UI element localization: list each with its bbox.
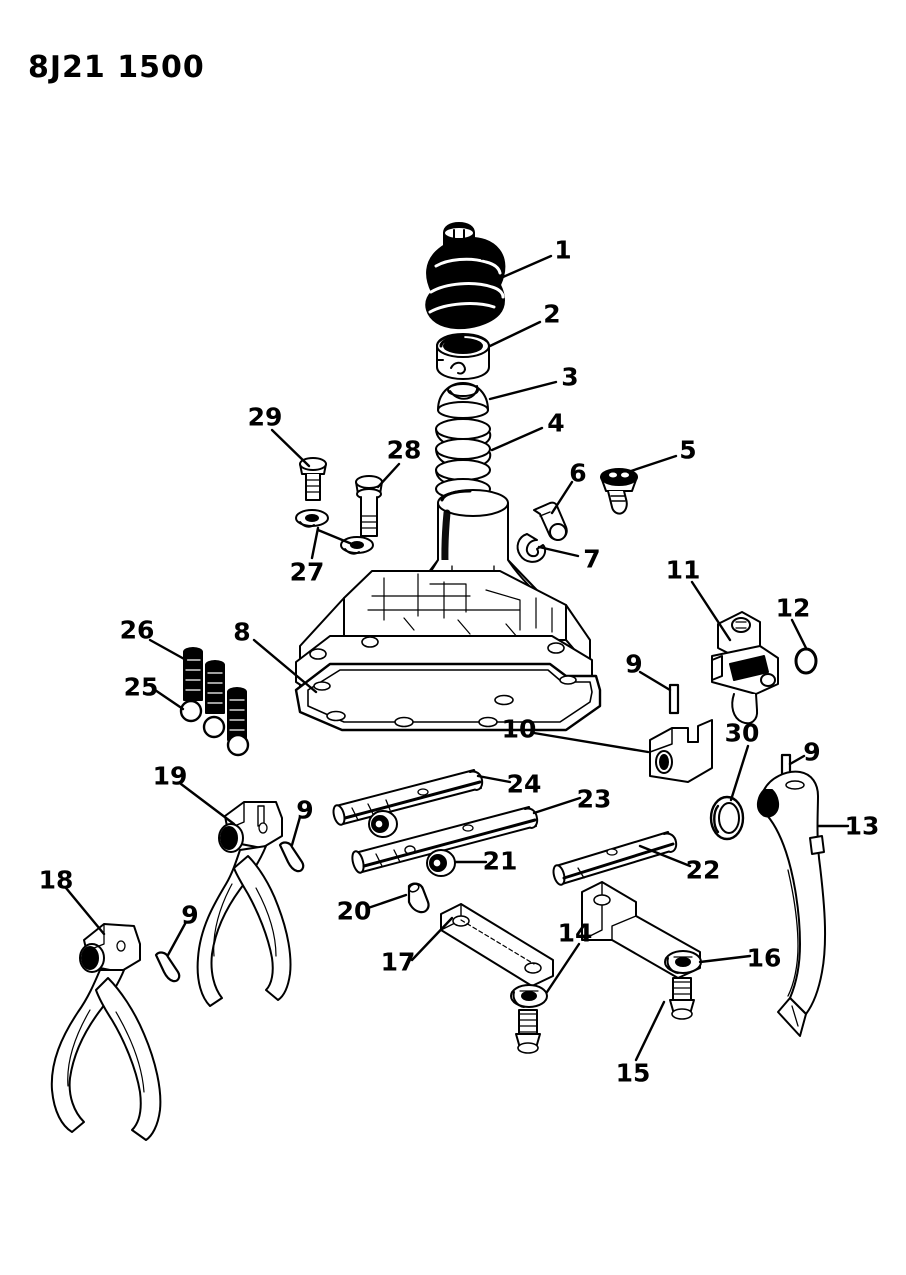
part-backup-light-switch [600, 468, 638, 515]
callout-number-20: 20 [336, 896, 372, 926]
callout-number-18: 18 [38, 865, 74, 895]
callout-number-1: 1 [554, 235, 572, 265]
part-shift-rail-block [649, 719, 713, 783]
leader-15 [634, 1000, 666, 1062]
leader-22 [638, 844, 692, 868]
callout-number-21: 21 [482, 846, 518, 876]
part-hex-bolt [515, 977, 695, 1054]
part-shift-rail-first-second [351, 806, 539, 874]
part-shift-fork-first-second [50, 923, 162, 1141]
part-housing-gasket [294, 662, 602, 732]
callout-number-8: 8 [233, 617, 251, 647]
leader-10 [532, 731, 650, 754]
part-shift-fork-third-fourth [196, 801, 292, 1007]
leader-19 [179, 782, 236, 826]
part-shift-lever-boot [425, 222, 506, 330]
leader-26 [148, 638, 188, 662]
leader-18 [64, 886, 106, 936]
part-e-clip-retainer [516, 533, 547, 563]
callout-number-15: 15 [615, 1058, 651, 1088]
callout-number-17: 17 [380, 947, 416, 977]
leader-9a [638, 670, 672, 692]
part-housing-bolt-short [299, 457, 327, 501]
leader-23 [532, 796, 582, 815]
leader-24 [476, 774, 512, 784]
part-interlock-ball [179, 699, 250, 757]
leader-5 [626, 454, 678, 474]
leader-27b [316, 528, 354, 546]
leader-17 [410, 916, 454, 962]
page-header-code: 8J21 1500 [28, 50, 205, 85]
callout-number-13: 13 [844, 811, 880, 841]
callout-number-4: 4 [547, 408, 565, 438]
leader-14 [545, 942, 581, 994]
part-reverse-shift-arm [756, 770, 827, 1037]
part-lock-washer-small [295, 509, 374, 555]
part-interlock-spring [183, 647, 247, 741]
leader-11 [690, 580, 732, 642]
part-shift-rail-third-fourth [332, 769, 484, 826]
leader-8 [252, 638, 318, 694]
callout-number-29: 29 [247, 402, 283, 432]
callout-number-11: 11 [665, 555, 701, 585]
callout-number-22: 22 [685, 855, 721, 885]
callout-number-10: 10 [501, 714, 537, 744]
part-shift-rail-bushing [368, 810, 456, 877]
leader-9c [290, 815, 302, 847]
callout-number-2: 2 [543, 299, 561, 329]
leader-2 [488, 320, 542, 348]
callout-number-5: 5 [679, 435, 697, 465]
callout-number-16: 16 [746, 943, 782, 973]
leader-6 [550, 480, 574, 515]
leader-7 [537, 545, 580, 558]
leader-12 [790, 618, 808, 650]
callout-number-7: 7 [583, 544, 601, 574]
part-housing-bolt-long [355, 475, 383, 537]
callout-number-12: 12 [775, 593, 811, 623]
callout-number-28: 28 [386, 435, 422, 465]
leader-20 [366, 893, 408, 910]
callout-number-3: 3 [561, 362, 579, 392]
part-shift-rail-pin [407, 882, 430, 914]
leader-28 [376, 462, 401, 489]
callout-number-24: 24 [506, 769, 542, 799]
part-shift-lever-seat-dome [437, 382, 489, 419]
callout-number-9: 9 [625, 649, 643, 679]
part-straight-shift-link [440, 903, 554, 987]
part-lock-washer [510, 950, 702, 1008]
leader-lines [64, 254, 850, 1062]
leader-1 [501, 254, 553, 279]
callout-number-30: 30 [724, 718, 760, 748]
callout-number-25: 25 [123, 672, 159, 702]
callout-number-6: 6 [569, 458, 587, 488]
leader-25 [153, 688, 185, 711]
leader-3 [488, 380, 558, 401]
leader-27 [310, 526, 320, 560]
leader-9b [788, 754, 806, 766]
callout-number-9d: 9 [181, 900, 199, 930]
part-detent-plunger-pin [533, 501, 568, 541]
callout-number-19: 19 [152, 761, 188, 791]
leader-4 [490, 426, 544, 452]
leader-30 [729, 744, 750, 802]
callout-number-14: 14 [557, 918, 593, 948]
part-shift-rail-reverse [552, 831, 678, 886]
part-shift-lever-spring [435, 418, 492, 500]
leader-29 [270, 428, 311, 468]
callout-number-23: 23 [576, 784, 612, 814]
leader-9d [166, 920, 188, 957]
callout-number-9c: 9 [296, 795, 314, 825]
part-shift-control-lever-bracket [711, 611, 779, 725]
leader-16 [698, 954, 752, 964]
callout-number-9b: 9 [803, 737, 821, 767]
callout-number-26: 26 [119, 615, 155, 645]
part-shift-lever-retainer-cap [436, 333, 490, 380]
callout-number-27: 27 [289, 557, 325, 587]
part-o-ring-seal [794, 647, 818, 675]
part-oil-seal-ring [709, 795, 745, 841]
